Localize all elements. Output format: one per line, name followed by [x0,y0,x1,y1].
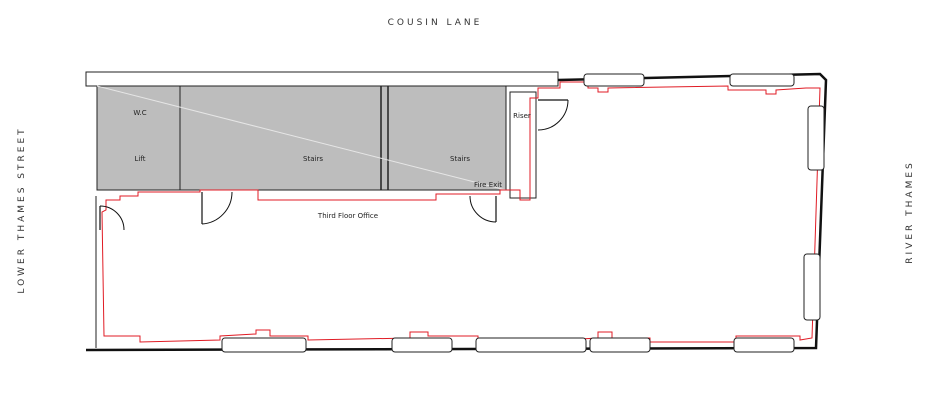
room-label-fire-exit: Fire Exit [474,181,502,189]
room-label-stairs-1: Stairs [303,155,323,163]
door-lift-lobby [201,191,233,225]
adjacent-building-edge [85,71,559,87]
window-bottom-2 [391,337,453,353]
room-label-wc: W.C [133,109,146,117]
room-label-stairs-2: Stairs [450,155,470,163]
lettable-area-outline [101,81,821,343]
window-bottom-4 [589,337,651,353]
window-bottom-3 [475,337,587,353]
room-label-riser: Riser [513,112,531,120]
window-top-1 [583,73,645,87]
window-bottom-5 [733,337,795,353]
door-riser [537,99,569,131]
door-office-left [99,205,125,231]
window-right-2 [803,253,821,321]
street-label-cousin-lane: COUSIN LANE [388,18,483,28]
street-label-lower-thames-street: LOWER THAMES STREET [17,126,27,293]
riser-cupboard [509,91,537,199]
street-label-river-thames: RIVER THAMES [905,160,915,263]
window-right-1 [807,105,825,171]
room-label-third-floor-office: Third Floor Office [317,212,378,220]
door-fire-exit [469,195,497,223]
window-bottom-1 [221,337,307,353]
room-label-lift: Lift [135,155,146,163]
window-top-2 [729,73,795,87]
